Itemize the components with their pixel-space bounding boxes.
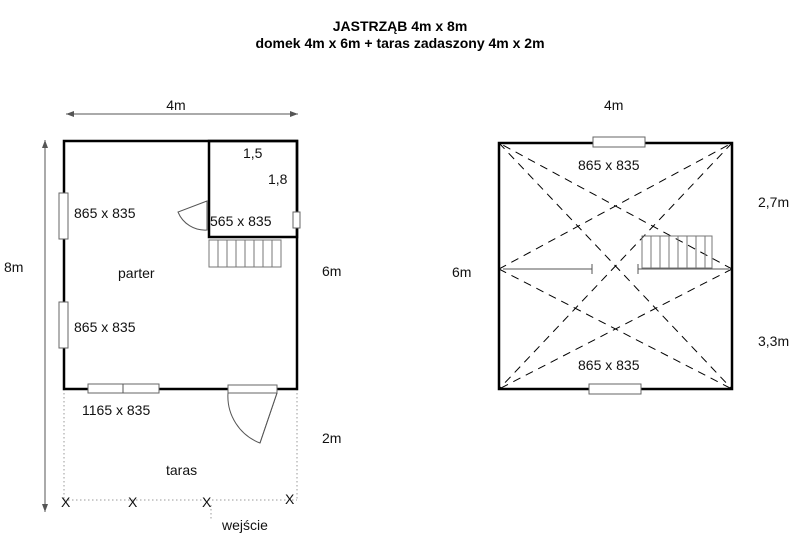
width-label: 4m — [166, 97, 185, 113]
post-marker-2: X — [128, 494, 138, 510]
left-window-lower — [58, 301, 69, 349]
post-marker-1: X — [61, 494, 71, 510]
post-marker-3: X — [202, 494, 212, 510]
terrace-window — [87, 383, 160, 394]
small-room-height-label: 1,8 — [268, 171, 288, 187]
total-length-label: 8m — [4, 259, 23, 275]
entrance-door — [227, 384, 278, 444]
attic-window-top-label: 865 x 835 — [578, 157, 640, 173]
entrance-label: wejście — [221, 517, 268, 533]
terrace-label: taras — [166, 462, 197, 478]
terrace-length-label: 2m — [322, 430, 341, 446]
ground-floor-plan: 4m 8m 1,5 1,8 565 x 835 — [4, 97, 341, 533]
plan-title: JASTRZĄB 4m x 8m — [333, 18, 468, 34]
attic-span-markers — [503, 264, 729, 274]
staircase — [208, 239, 282, 268]
attic-window-bottom — [588, 383, 642, 395]
small-room-door — [177, 200, 208, 231]
terrace-outline — [63, 389, 298, 501]
attic-width-label: 4m — [604, 97, 623, 113]
total-length-arrow — [42, 140, 48, 512]
left-window-upper — [58, 192, 69, 240]
attic-length-label: 6m — [452, 264, 471, 280]
small-window — [292, 211, 301, 229]
left-window-upper-label: 865 x 835 — [74, 205, 136, 221]
small-room-walls — [207, 139, 299, 239]
width-dimension-arrow — [66, 111, 298, 117]
attic-plan: 4m 865 x 835 865 x 835 — [452, 97, 789, 395]
small-window-label: 565 x 835 — [210, 213, 272, 229]
small-room-width-label: 1,5 — [243, 145, 263, 161]
attic-stair-opening — [641, 235, 713, 269]
terrace-window-label: 1165 x 835 — [82, 402, 150, 418]
plan-subtitle: domek 4m x 6m + taras zadaszony 4m x 2m — [255, 35, 544, 51]
attic-lower-part-label: 3,3m — [758, 333, 789, 349]
house-length-label: 6m — [322, 263, 341, 279]
attic-window-top — [592, 136, 646, 148]
roof-dashed-lines — [498, 142, 733, 390]
attic-window-bottom-label: 865 x 835 — [578, 357, 640, 373]
house-walls — [62, 139, 299, 391]
attic-upper-part-label: 2,7m — [758, 194, 789, 210]
left-window-lower-label: 865 x 835 — [74, 319, 136, 335]
post-marker-4: X — [285, 491, 295, 507]
room-label: parter — [118, 265, 155, 281]
